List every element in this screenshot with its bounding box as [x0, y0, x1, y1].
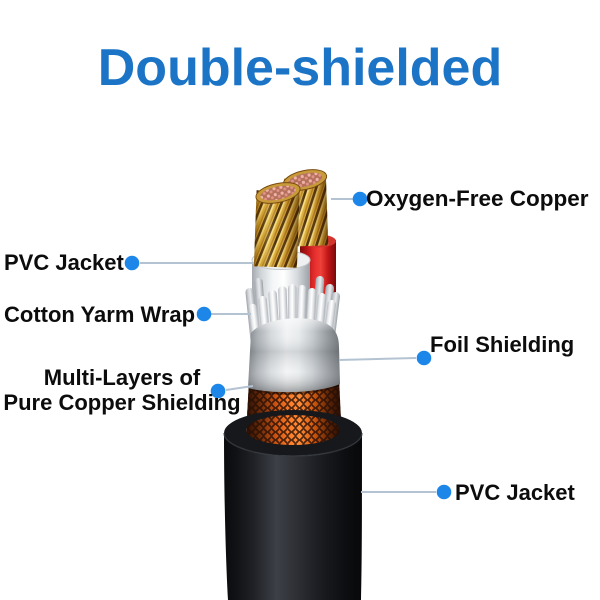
label-cotton-yarm-wrap: Cotton Yarm Wrap — [4, 302, 196, 327]
page-title: Double-shielded — [97, 39, 503, 97]
callout-dot-oxygen — [352, 191, 368, 207]
label-oxygen-free-copper: Oxygen-Free Copper — [366, 186, 589, 211]
label-pvc-jacket-top: PVC Jacket — [4, 250, 124, 275]
callout-dot-pvc-bottom — [436, 484, 452, 500]
copper-bundle-left — [253, 182, 301, 268]
label-multi-layers-line2: Pure Copper Shielding — [3, 389, 241, 415]
leader-line-foil — [338, 357, 417, 361]
callout-dots — [124, 191, 452, 500]
leader-lines — [140, 198, 436, 493]
label-multi-layers-copper-shielding: Multi-Layers of Pure Copper Shielding — [0, 365, 244, 415]
leader-line-multi — [225, 385, 254, 391]
label-pvc-jacket-bottom: PVC Jacket — [455, 480, 575, 505]
label-foil-shielding: Foil Shielding — [430, 332, 575, 357]
callout-dot-foil — [416, 350, 432, 366]
callout-dot-pvc-top — [124, 255, 140, 271]
callout-dot-cotton — [196, 306, 212, 322]
callout-dot-multi — [210, 383, 226, 399]
label-multi-layers-line1: Multi-Layers of — [43, 365, 201, 390]
foil-shield-layer — [248, 318, 340, 393]
pvc-jacket-body — [223, 410, 363, 600]
